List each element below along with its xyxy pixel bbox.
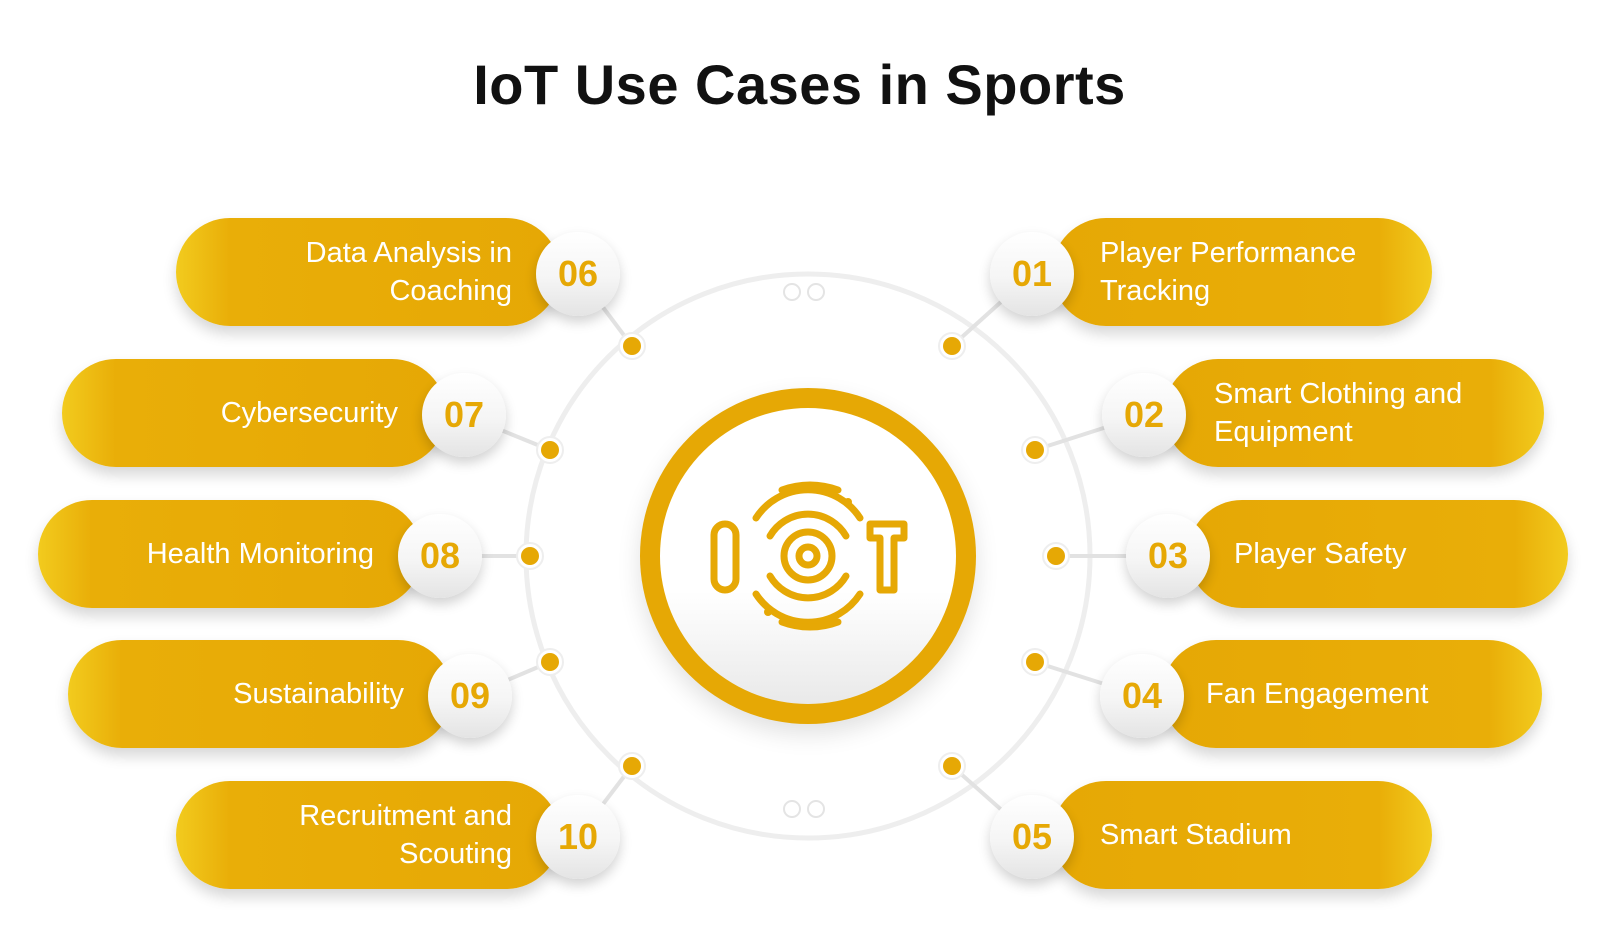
use-case-pill-10: Recruitment and Scouting [176, 781, 560, 889]
connector-dot [943, 337, 961, 355]
use-case-label: Smart Clothing and Equipment [1214, 378, 1463, 448]
number-badge-09: 09 [428, 654, 512, 738]
use-case-pill-03: Player Safety [1188, 500, 1568, 608]
use-case-label: Health Monitoring [146, 538, 374, 570]
use-case-pill-09: Sustainability [68, 640, 452, 748]
connector-dot [1047, 547, 1065, 565]
number-badge-02: 02 [1102, 373, 1186, 457]
number-badge-10: 10 [536, 795, 620, 879]
iot-hub [640, 388, 976, 724]
use-case-label: Recruitment and Scouting [299, 800, 512, 870]
iot-hub-inner [660, 408, 956, 704]
number-badge-05: 05 [990, 795, 1074, 879]
use-case-pill-06: Data Analysis in Coaching [176, 218, 560, 326]
use-case-pill-05: Smart Stadium [1052, 781, 1432, 889]
number-badge-06: 06 [536, 232, 620, 316]
use-case-pill-02: Smart Clothing and Equipment [1164, 359, 1544, 467]
number-badge-01: 01 [990, 232, 1074, 316]
connector-dot [541, 441, 559, 459]
use-case-label: Fan Engagement [1206, 678, 1429, 710]
connector-dot [541, 653, 559, 671]
ring-junction-bottom [807, 800, 825, 818]
diagram-title: IoT Use Cases in Sports [473, 53, 1126, 116]
connector-dot [521, 547, 539, 565]
use-case-pill-01: Player Performance Tracking [1052, 218, 1432, 326]
use-case-label: Smart Stadium [1100, 819, 1292, 851]
ring-junction-top [807, 283, 825, 301]
use-case-pill-07: Cybersecurity [62, 359, 446, 467]
connector-dot [943, 757, 961, 775]
use-case-label: Sustainability [233, 678, 404, 710]
use-case-label: Data Analysis in Coaching [305, 237, 512, 307]
connector-dot [1026, 441, 1044, 459]
ring-junction-bottom [783, 800, 801, 818]
use-case-label: Player Safety [1234, 538, 1407, 570]
number-badge-03: 03 [1126, 514, 1210, 598]
ring-junction-top [783, 283, 801, 301]
iot-logo-icon [710, 481, 908, 631]
number-badge-04: 04 [1100, 654, 1184, 738]
connector-dot [623, 337, 641, 355]
use-case-pill-04: Fan Engagement [1162, 640, 1542, 748]
use-case-label: Player Performance Tracking [1100, 237, 1357, 307]
use-case-pill-08: Health Monitoring [38, 500, 422, 608]
connector-dot [623, 757, 641, 775]
connector-dot [1026, 653, 1044, 671]
use-case-label: Cybersecurity [220, 397, 398, 429]
number-badge-08: 08 [398, 514, 482, 598]
number-badge-07: 07 [422, 373, 506, 457]
